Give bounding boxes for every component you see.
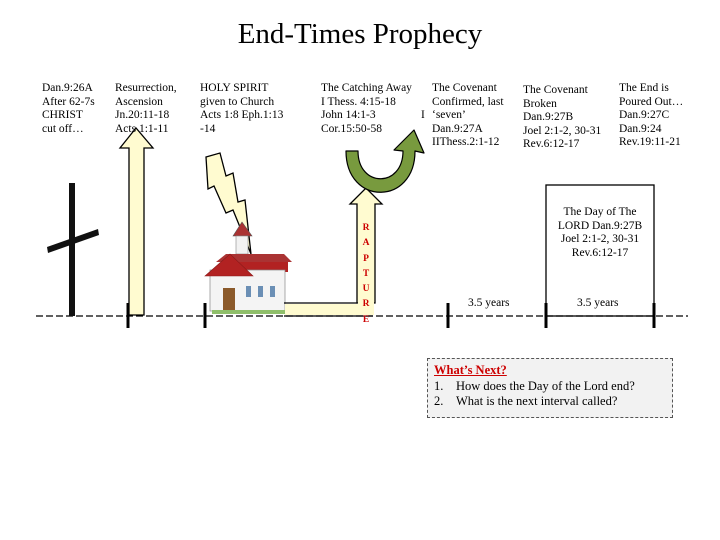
column-line: The End is bbox=[619, 82, 683, 96]
column-catching-away: The Catching Away I Thess. 4:15-18 John … bbox=[321, 82, 412, 136]
question-text: What is the next interval called? bbox=[456, 394, 617, 410]
column-line: I Thess. 4:15-18 bbox=[321, 96, 412, 110]
rapture-letter: R bbox=[360, 221, 372, 236]
column-line: The Covenant bbox=[523, 84, 601, 98]
rapture-label: R A P T U R E bbox=[360, 221, 372, 328]
column-line: Dan.9:26A bbox=[42, 82, 95, 96]
years-label-first-half: 3.5 years bbox=[468, 297, 510, 309]
column-line: Joel 2:1-2, 30-31 bbox=[523, 125, 601, 139]
years-label-second-half: 3.5 years bbox=[577, 297, 619, 309]
rapture-letter: U bbox=[360, 282, 372, 297]
u-turn-arrow-icon bbox=[346, 130, 424, 192]
column-line: CHRIST bbox=[42, 109, 95, 123]
column-line: Poured Out… bbox=[619, 96, 683, 110]
column-line: given to Church bbox=[200, 96, 283, 110]
column-line: Rev.6:12-17 bbox=[523, 138, 601, 152]
day-of-lord-line: Rev.6:12-17 bbox=[546, 247, 654, 261]
column-line: HOLY SPIRIT bbox=[200, 82, 283, 96]
day-of-lord-line: Joel 2:1-2, 30-31 bbox=[546, 233, 654, 247]
day-of-lord-text: The Day of The LORD Dan.9:27B Joel 2:1-2… bbox=[546, 206, 654, 260]
column-line: The Catching Away bbox=[321, 82, 412, 96]
column-christ-cut-off: Dan.9:26A After 62-7s CHRIST cut off… bbox=[42, 82, 95, 136]
question-number: 1. bbox=[434, 379, 456, 395]
question-number: 2. bbox=[434, 394, 456, 410]
column-line: Confirmed, last bbox=[432, 96, 504, 110]
day-of-lord-line: The Day of The bbox=[546, 206, 654, 220]
rapture-letter: T bbox=[360, 267, 372, 282]
column-line: ‘seven’ bbox=[432, 109, 504, 123]
rapture-letter: R bbox=[360, 297, 372, 312]
column-line: Dan.9:24 bbox=[619, 123, 683, 137]
up-arrow-icon bbox=[120, 128, 153, 315]
church-icon bbox=[205, 222, 292, 314]
column-line: Broken bbox=[523, 98, 601, 112]
column-end-poured-out: The End is Poured Out… Dan.9:27C Dan.9:2… bbox=[619, 82, 683, 150]
stray-letter: I bbox=[421, 109, 425, 123]
rapture-letter: P bbox=[360, 252, 372, 267]
column-line: Dan.9:27A bbox=[432, 123, 504, 137]
rapture-letter: A bbox=[360, 236, 372, 251]
column-line: Rev.19:11-21 bbox=[619, 136, 683, 150]
column-line: After 62-7s bbox=[42, 96, 95, 110]
column-line: -14 bbox=[200, 123, 283, 137]
column-line: IIThess.2:1-12 bbox=[432, 136, 504, 150]
column-line: Resurrection, bbox=[115, 82, 177, 96]
whats-next-box: What’s Next? 1. How does the Day of the … bbox=[427, 358, 673, 418]
column-covenant-confirmed: The Covenant Confirmed, last ‘seven’ Dan… bbox=[432, 82, 504, 150]
question-item: 2. What is the next interval called? bbox=[434, 394, 672, 410]
column-line: cut off… bbox=[42, 123, 95, 137]
column-line: The Covenant bbox=[432, 82, 504, 96]
column-line: Acts 1:8 Eph.1:13 bbox=[200, 109, 283, 123]
column-holy-spirit: HOLY SPIRIT given to Church Acts 1:8 Eph… bbox=[200, 82, 283, 136]
column-covenant-broken: The Covenant Broken Dan.9:27B Joel 2:1-2… bbox=[523, 84, 601, 152]
column-resurrection: Resurrection, Ascension Jn.20:11-18 Acts… bbox=[115, 82, 177, 136]
cross-icon bbox=[47, 183, 99, 316]
day-of-lord-line: LORD Dan.9:27B bbox=[546, 220, 654, 234]
column-line: John 14:1-3 bbox=[321, 109, 412, 123]
column-line: Acts 1:1-11 bbox=[115, 123, 177, 137]
whats-next-heading: What’s Next? bbox=[434, 363, 672, 379]
column-line: Jn.20:11-18 bbox=[115, 109, 177, 123]
column-line: Ascension bbox=[115, 96, 177, 110]
rapture-letter: E bbox=[360, 313, 372, 328]
column-line: Dan.9:27B bbox=[523, 111, 601, 125]
column-line: Dan.9:27C bbox=[619, 109, 683, 123]
question-text: How does the Day of the Lord end? bbox=[456, 379, 635, 395]
column-line: Cor.15:50-58 bbox=[321, 123, 412, 137]
question-item: 1. How does the Day of the Lord end? bbox=[434, 379, 672, 395]
